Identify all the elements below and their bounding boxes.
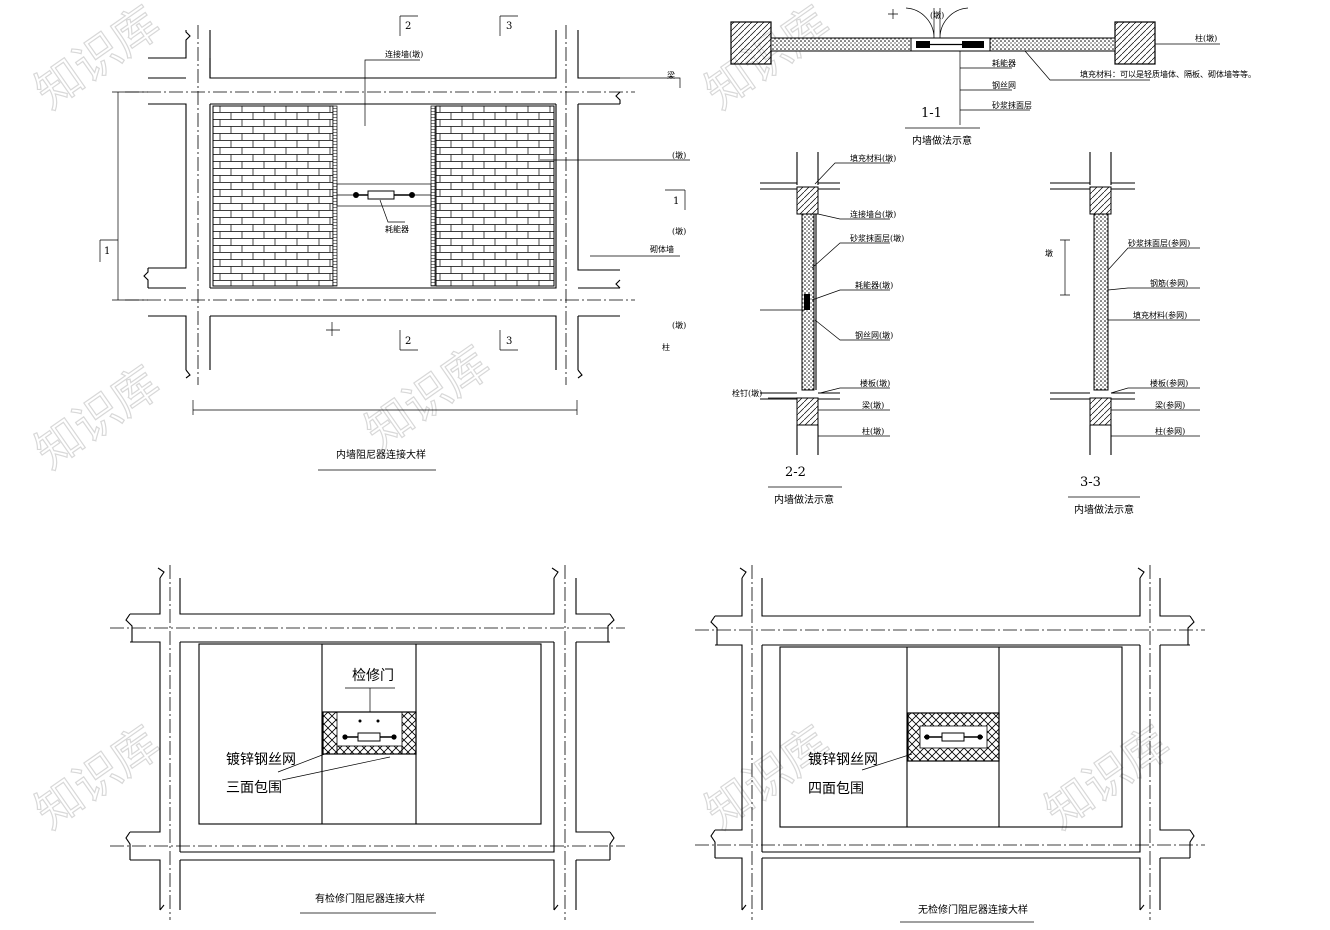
title-top-left: 内墙阻尼器连接大样	[336, 448, 426, 461]
watermark-text: 知识库	[25, 0, 169, 119]
label-mesh-right-1: 镀锌钢丝网	[808, 751, 878, 768]
label-22-3: 耗能器(墩)	[855, 280, 893, 290]
label-liang: 梁	[667, 71, 675, 80]
watermark-text: 知识库	[25, 356, 169, 479]
section-3-3: 墩 砂浆抹面层(参网) 钢筋(参网) 填充材料(参网) 楼板(参网) 梁(参网)…	[1045, 152, 1200, 516]
section-mark-3-top: 3	[499, 15, 518, 36]
label-22-0: 填充材料(墩)	[850, 153, 896, 163]
section-mark-2-bottom: 2	[399, 330, 418, 351]
svg-text:3: 3	[506, 21, 512, 32]
title-1-1: 1-1	[921, 106, 942, 121]
fill-note-11: 填充材料：可以是轻质墙体、隔板、砌体墙等等。	[1080, 69, 1256, 79]
frame-elevation-top-left: 1 1 2 3 2 3 连接墙(墩) 耗能器 梁 (墩) (墩)	[99, 15, 690, 471]
label-22-2: 砂浆抹面层(墩)	[850, 233, 904, 243]
frame-elevation-bottom-right: 镀锌钢丝网 四面包围 无检修门阻尼器连接大样	[695, 565, 1205, 923]
label-mesh-left-1: 镀锌钢丝网	[226, 751, 296, 768]
frame-elevation-bottom-left: 检修门 镀锌钢丝网 三面包围 有检修门阻尼器连接大样	[110, 565, 625, 920]
section-mark-3-bottom: 3	[499, 330, 518, 351]
svg-text:3: 3	[506, 336, 512, 347]
subtitle-3-3: 内墙做法示意	[1074, 503, 1134, 516]
label-33-3: 楼板(参网)	[1150, 378, 1188, 388]
subtitle-2-2: 内墙做法示意	[774, 493, 834, 506]
label-mesh-right-2: 四面包围	[808, 781, 864, 797]
label-door: 检修门	[352, 668, 394, 684]
label-22-7: 柱(墩)	[862, 426, 884, 436]
label-11-zhu: 柱(墩)	[1195, 33, 1217, 43]
subtitle-1-1: 内墙做法示意	[912, 134, 972, 147]
label-22-1: 连接墙台(墩)	[850, 209, 896, 219]
tag-11-2: 砂浆抹面层	[992, 100, 1032, 110]
tag-11-1: 钢丝网	[992, 80, 1016, 90]
watermark-text: 知识库	[25, 716, 169, 839]
label-22-4: 钢丝网(墩)	[855, 330, 893, 340]
label-lianjieban: 连接墙(墩)	[385, 49, 423, 59]
title-bottom-right: 无检修门阻尼器连接大样	[918, 903, 1028, 916]
label-33-5: 柱(参网)	[1155, 426, 1185, 436]
label-33-0: 砂浆抹面层(参网)	[1128, 238, 1190, 248]
dim-33: 墩	[1045, 248, 1053, 258]
section-mark-1-right: 1	[665, 189, 686, 210]
label-22-left: 栓钉(墩)	[732, 388, 762, 398]
watermark-text: 知识库	[355, 336, 499, 459]
svg-text:2: 2	[405, 336, 411, 347]
label-22-6: 梁(墩)	[862, 400, 884, 410]
label-dun: (墩)	[672, 150, 686, 160]
label-11-dun: (墩)	[930, 10, 944, 20]
svg-text:1: 1	[673, 196, 679, 207]
tag-11-0: 耗能器	[992, 58, 1016, 68]
title-2-2: 2-2	[785, 465, 806, 480]
svg-text:1: 1	[104, 246, 110, 257]
watermark-group: 知识库 知识库 知识库 知识库 知识库 知识库 知识库	[25, 0, 1180, 840]
svg-text:2: 2	[405, 21, 411, 32]
label-kuang: (墩)	[672, 226, 686, 236]
label-33-1: 钢筋(参网)	[1150, 278, 1188, 288]
damper-icon	[342, 732, 397, 742]
damper-icon	[924, 732, 983, 742]
watermark-text: 知识库	[695, 716, 839, 839]
label-xiazhu: (墩)	[672, 320, 686, 330]
label-mesh-left-2: 三面包围	[226, 780, 282, 796]
label-haoneng: 耗能器	[385, 224, 409, 234]
section-mark-2-top: 2	[399, 15, 418, 36]
title-bottom-left: 有检修门阻尼器连接大样	[315, 892, 425, 905]
title-3-3: 3-3	[1080, 475, 1101, 490]
watermark-text: 知识库	[1035, 716, 1179, 839]
section-1-1: (墩) 耗能器 钢丝网 砂浆抹面层 填充材料：可以是轻质墙体、隔板、砌体墙等等。…	[730, 7, 1256, 147]
label-qiti: 砌体墙	[650, 244, 674, 254]
label-33-2: 填充材料(参网)	[1133, 310, 1187, 320]
label-22-5: 楼板(墩)	[860, 378, 890, 388]
label-33-4: 梁(参网)	[1155, 400, 1185, 410]
section-2-2: 填充材料(墩) 连接墙台(墩) 砂浆抹面层(墩) 耗能器(墩) 钢丝网(墩) 楼…	[732, 152, 904, 506]
label-zhu: 柱	[662, 342, 670, 352]
damper-icon	[353, 190, 415, 200]
section-mark-1-left: 1	[99, 239, 118, 262]
